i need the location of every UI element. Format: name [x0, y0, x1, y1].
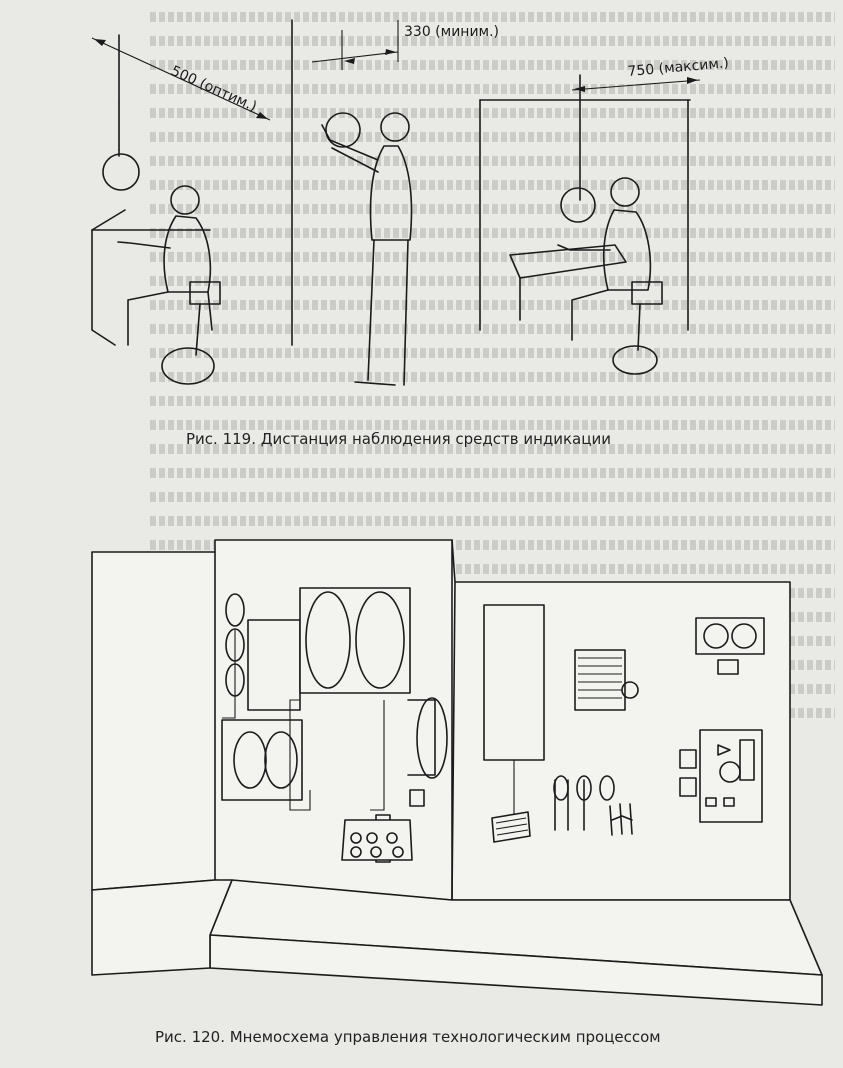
mimic-diagram-center	[289, 587, 448, 863]
dim-label-optimal: 500 (оптим.)	[168, 63, 259, 115]
person-head-icon	[380, 112, 410, 142]
left-cabinet	[91, 879, 233, 976]
indicator-dial-icon	[102, 153, 140, 191]
figure-119-viewing-distance: 500 (оптим.) 330 (миним.) 750 (максим.)	[91, 19, 730, 386]
figure-120-control-panel	[91, 539, 823, 1006]
maximal-distance-workstation: 750 (максим.)	[479, 55, 730, 375]
optimal-distance-workstation: 500 (оптим.)	[91, 34, 271, 385]
mnemonic-panel-board	[91, 539, 791, 901]
indicator-dial-icon	[560, 187, 596, 223]
indicator-dial-icon	[325, 112, 361, 148]
dim-label-maximal: 750 (максим.)	[627, 55, 730, 80]
desk-control-elements	[341, 803, 633, 861]
dim-label-minimal: 330 (миним.)	[404, 24, 499, 40]
minimal-distance-standing: 330 (миним.)	[291, 19, 499, 386]
figure-119-caption: Рис. 119. Дистанция наблюдения средств и…	[186, 430, 611, 448]
mimic-diagram-left	[221, 593, 303, 801]
person-head-icon	[170, 185, 200, 215]
person-head-icon	[610, 177, 640, 207]
right-instrument-panel	[483, 604, 765, 831]
figure-120-caption: Рис. 120. Мнемосхема управления технолог…	[155, 1028, 661, 1046]
